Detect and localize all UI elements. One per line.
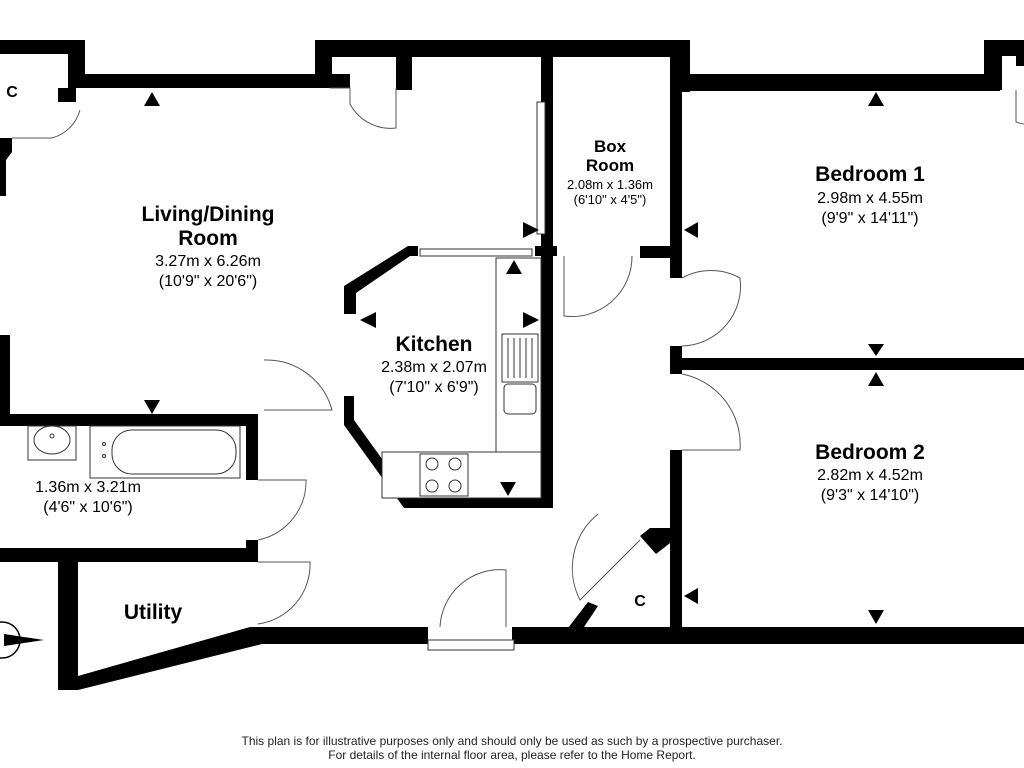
door-swing	[1015, 90, 1024, 125]
kitchen-sink	[503, 383, 537, 415]
wall	[250, 627, 428, 644]
arrow-marker	[523, 222, 539, 238]
wall	[670, 346, 682, 374]
box-room-imperial: (6'10" x 4'5")	[574, 192, 647, 207]
living-room-name-1: Living/Dining	[142, 203, 275, 226]
bedroom1-metric: 2.98m x 4.55m	[817, 190, 923, 207]
door-swing	[257, 561, 311, 625]
arrow-marker	[360, 312, 376, 328]
box-room-name-1: Box	[594, 137, 627, 156]
bedroom2-metric: 2.82m x 4.52m	[817, 467, 923, 484]
door-swing	[439, 569, 507, 628]
living-room-imperial: (10'9" x 20'6")	[159, 273, 257, 290]
cupboard-label: C	[6, 84, 18, 101]
windows	[419, 101, 546, 651]
wall	[670, 74, 1000, 91]
door-swing	[263, 359, 333, 411]
kitchen-imperial: (7'10" x 6'9")	[389, 379, 479, 396]
window	[536, 101, 546, 235]
wall	[330, 74, 350, 88]
wall	[670, 88, 682, 278]
wall	[568, 602, 598, 630]
wall	[670, 450, 682, 640]
disclaimer-footer: This plan is for illustrative purposes o…	[0, 734, 1024, 762]
wall	[541, 256, 553, 508]
arrow-marker	[506, 260, 522, 274]
compass	[0, 621, 44, 659]
disclaimer-line-2: For details of the internal floor area, …	[328, 748, 696, 762]
door-swing	[681, 270, 742, 347]
wall	[58, 562, 262, 690]
door-swing	[681, 373, 741, 451]
door-swing	[12, 109, 81, 139]
arrow-marker	[144, 92, 160, 106]
arrow-marker	[868, 610, 884, 624]
bathroom-metric: 1.36m x 3.21m	[35, 479, 141, 496]
wall	[0, 548, 258, 562]
window	[427, 639, 515, 651]
arrow-marker	[868, 372, 884, 386]
wall	[984, 40, 1024, 56]
window	[419, 248, 533, 257]
arrow-marker	[144, 400, 160, 414]
arrow-marker	[868, 92, 884, 106]
wall	[1016, 56, 1024, 66]
wall	[344, 246, 418, 314]
bedroom1-imperial: (9'9" x 14'11")	[821, 210, 918, 227]
kitchen-name: Kitchen	[395, 333, 472, 356]
room-labels: Living/Dining Room 3.27m x 6.26m (10'9" …	[6, 84, 925, 624]
wall	[246, 414, 258, 480]
markers	[144, 92, 884, 624]
bedroom2-imperial: (9'3" x 14'10")	[821, 487, 919, 504]
arrow-marker	[684, 588, 698, 604]
bedroom1-name: Bedroom 1	[815, 163, 925, 186]
wall	[68, 74, 332, 88]
wall	[680, 358, 1024, 370]
door-swing	[330, 87, 397, 129]
washbasin	[27, 425, 77, 461]
wall	[58, 88, 76, 102]
wall	[0, 335, 10, 417]
wall	[0, 138, 12, 196]
arrow-marker	[523, 312, 539, 328]
compass-needle	[4, 634, 44, 646]
cupboard-label: C	[634, 593, 646, 610]
kitchen-metric: 2.38m x 2.07m	[381, 359, 487, 376]
bathroom-imperial: (4'6" x 10'6")	[43, 499, 133, 516]
living-room-metric: 3.27m x 6.26m	[155, 253, 261, 270]
wall	[396, 57, 412, 90]
wall	[640, 246, 682, 258]
wall	[512, 627, 1024, 644]
living-room-name-2: Room	[178, 227, 238, 250]
bedroom2-name: Bedroom 2	[815, 441, 925, 464]
wall	[315, 40, 690, 57]
arrow-marker	[500, 482, 516, 496]
utility-name: Utility	[124, 601, 183, 624]
wall	[0, 414, 258, 426]
door-swing	[257, 479, 307, 541]
arrow-marker	[684, 222, 698, 238]
door-swing	[571, 513, 641, 601]
box-room-metric: 2.08m x 1.36m	[567, 177, 653, 192]
wall	[535, 246, 557, 256]
door-swing	[563, 255, 633, 318]
wall	[0, 40, 85, 54]
box-room-name-2: Room	[586, 156, 634, 175]
doors	[12, 87, 1024, 628]
wall	[640, 528, 674, 554]
fixtures	[27, 257, 542, 499]
arrow-marker	[868, 344, 884, 356]
bath-basin	[111, 429, 237, 475]
disclaimer-line-1: This plan is for illustrative purposes o…	[241, 734, 783, 748]
